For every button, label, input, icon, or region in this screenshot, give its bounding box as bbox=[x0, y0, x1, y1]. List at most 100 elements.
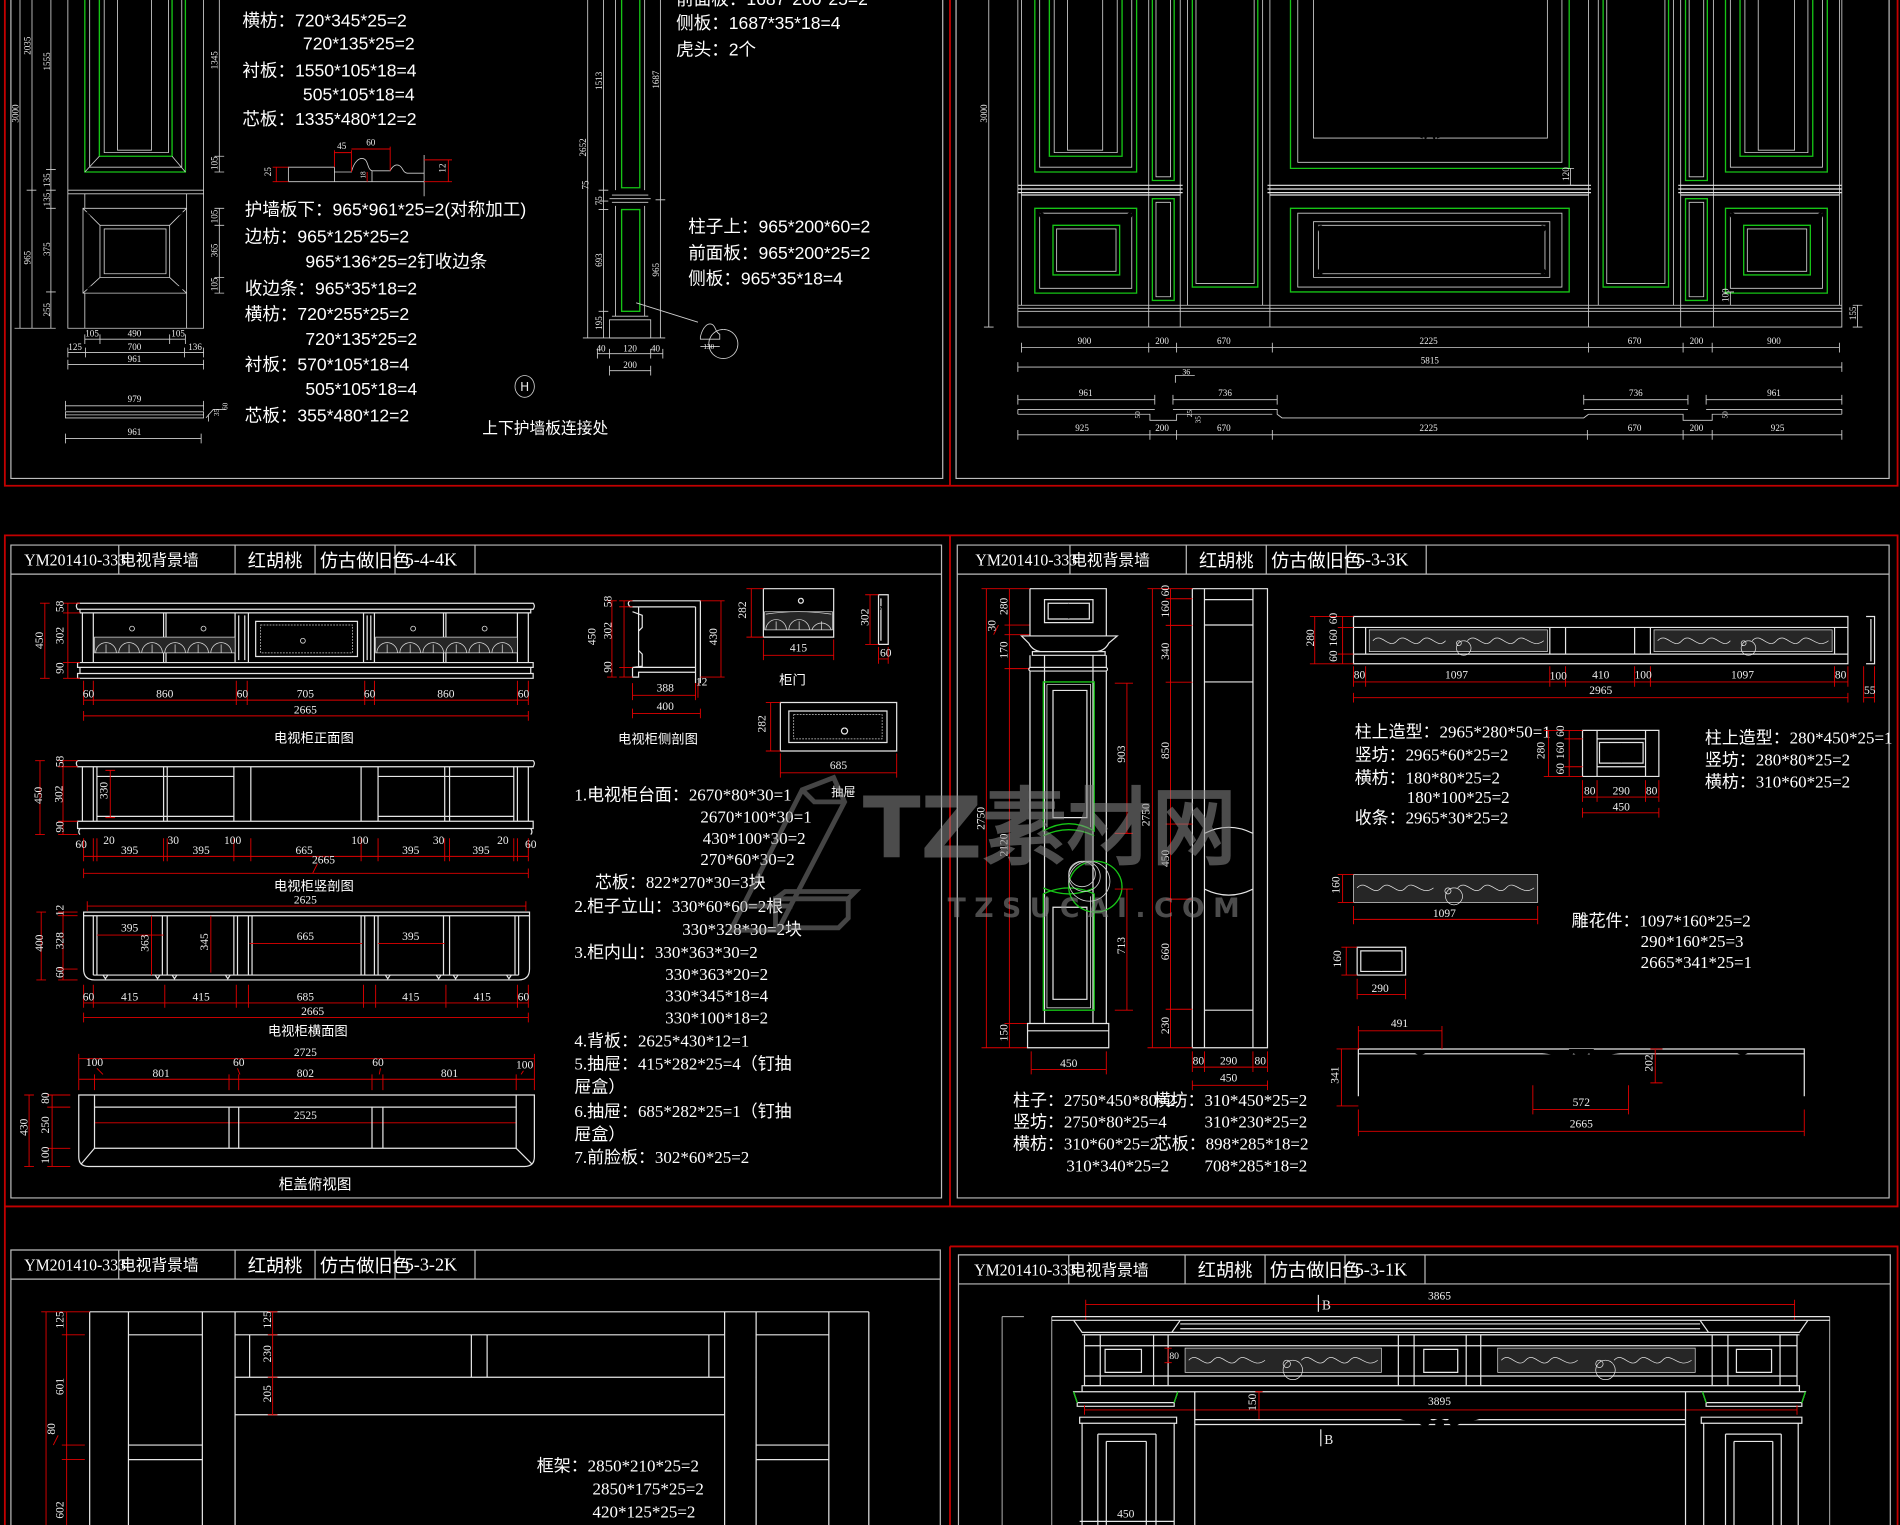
drawing-code: YM201410-333 bbox=[975, 551, 1077, 570]
dim-label: 660 bbox=[1160, 943, 1172, 960]
carving-ornament-icon bbox=[1371, 950, 1392, 971]
spec-line: 2670*100*30=1 bbox=[700, 807, 811, 826]
dim-label: 60 bbox=[1555, 763, 1567, 775]
dim-label: 375 bbox=[42, 242, 52, 256]
apron-scroll-icon bbox=[1360, 1051, 1428, 1099]
column-dims-inner bbox=[1030, 682, 1133, 1075]
dim-label: 280 bbox=[999, 598, 1011, 615]
dim-label: 160 bbox=[1331, 876, 1343, 893]
dim-row-4 bbox=[1017, 430, 1843, 440]
dim-label: 365 bbox=[210, 243, 220, 257]
center-drawer-frame bbox=[255, 620, 359, 658]
cabinet-side-section bbox=[627, 600, 701, 684]
dim-label: 20 bbox=[103, 835, 115, 847]
dim-label: 2625 bbox=[294, 895, 317, 907]
spec-line: 雕花件：1097*160*25=2 bbox=[1572, 912, 1751, 931]
dim-label: 450 bbox=[1060, 1058, 1078, 1070]
dim-label: 363 bbox=[140, 934, 152, 951]
dim-label: 601 bbox=[55, 1378, 67, 1395]
dim-label: 80 bbox=[46, 1423, 58, 1435]
spec-line: 2665*341*25=1 bbox=[1641, 953, 1752, 972]
spec-line: 420*125*25=2 bbox=[593, 1503, 696, 1522]
dim-label: 900 bbox=[1078, 336, 1092, 346]
dim-label: 395 bbox=[472, 845, 490, 857]
spec-line: 芯板：1335*480*12=2 bbox=[242, 109, 416, 129]
dim-label: 30 bbox=[987, 620, 999, 632]
dim-label: 345 bbox=[199, 933, 211, 950]
corner-carving-icon bbox=[85, 211, 94, 220]
spec-line: 5.抽屉：415*282*25=4（钉抽 bbox=[574, 1055, 791, 1074]
dim-label: 160 bbox=[1332, 950, 1344, 967]
dim-label: 60 bbox=[75, 839, 87, 851]
dim-label: 100 bbox=[351, 835, 369, 847]
dim-label: 60 bbox=[233, 1057, 245, 1069]
dim-label: 1345 bbox=[210, 51, 220, 70]
spec-line: 430*100*30=2 bbox=[703, 829, 806, 848]
apron-scroll-icon bbox=[1200, 1426, 1268, 1475]
dim-label: 572 bbox=[1573, 1097, 1591, 1109]
dim-label: 860 bbox=[156, 689, 174, 701]
dim-label: 736 bbox=[1218, 388, 1232, 398]
dim-label: 130 bbox=[703, 343, 714, 351]
door-edge-strip bbox=[877, 594, 889, 646]
dim-label: 60 bbox=[55, 966, 67, 978]
dim-label: 415 bbox=[790, 643, 808, 655]
dim-label: 105 bbox=[85, 329, 99, 339]
dim-label: 90 bbox=[55, 662, 67, 674]
dim-label: 136 bbox=[188, 342, 202, 352]
frame-dims-left bbox=[41, 1311, 278, 1525]
lower-panel-moulding bbox=[82, 207, 188, 294]
carving-ornament-icon bbox=[1211, 234, 1239, 263]
apron-scroll-icon bbox=[1735, 1051, 1803, 1099]
topview-dim-lines bbox=[24, 1053, 535, 1167]
section-mark: B bbox=[1324, 1432, 1333, 1447]
carving-ornament-icon bbox=[1216, 7, 1234, 26]
drawer-dims bbox=[765, 702, 898, 778]
dim-label: 665 bbox=[296, 845, 314, 857]
dim-label: 50 bbox=[1134, 411, 1142, 419]
watermark-logo-icon bbox=[726, 774, 862, 933]
dim-label: 60 bbox=[1555, 725, 1567, 737]
dim-label: 60 bbox=[518, 992, 530, 1004]
arch-frieze-scrolls bbox=[1188, 1357, 1692, 1381]
dim-label: 961 bbox=[1767, 388, 1781, 398]
dim-label: 450 bbox=[33, 786, 45, 803]
dim-label: 80 bbox=[1646, 786, 1658, 798]
apron-fan-icon bbox=[1533, 1048, 1629, 1094]
material-label: 红胡桃 bbox=[248, 1256, 302, 1277]
corner-carving-icon bbox=[1316, 124, 1326, 135]
dim-label: 340 bbox=[1160, 642, 1172, 659]
column-side-outline bbox=[1191, 588, 1269, 1049]
dim-label: 135 bbox=[42, 173, 52, 187]
upper-panel-moulding bbox=[84, 0, 186, 173]
column-side-dims bbox=[1147, 588, 1268, 1091]
dim-label: 700 bbox=[128, 342, 142, 352]
dim-label: 3000 bbox=[10, 104, 20, 123]
dim-label: 3865 bbox=[1428, 1291, 1451, 1303]
dim-label: 979 bbox=[128, 394, 142, 404]
arch-cornice bbox=[1051, 1316, 1830, 1336]
dim-label: 2120 bbox=[999, 833, 1011, 856]
corner-carving-icon bbox=[1728, 211, 1736, 219]
spec-line: 330*345*18=4 bbox=[665, 987, 768, 1006]
corner-carving-icon bbox=[1126, 211, 1134, 219]
dim-label: 3895 bbox=[1428, 1396, 1451, 1408]
dim-label: 801 bbox=[441, 1068, 459, 1080]
dim-label: 80 bbox=[1835, 669, 1847, 681]
spec-line: 竖坊：2965*60*25=2 bbox=[1355, 746, 1509, 765]
dim-label: 860 bbox=[437, 689, 455, 701]
spec-line: 柱子上：965*200*60=2 bbox=[688, 217, 870, 237]
dim-label: 200 bbox=[1155, 423, 1169, 433]
dim-label: 60 bbox=[237, 689, 249, 701]
door-dims bbox=[746, 588, 889, 664]
sheet-number: 5-3-2K bbox=[405, 1255, 457, 1275]
wall-outline bbox=[1017, 0, 1843, 328]
lintel-outline bbox=[1352, 615, 1876, 665]
dim-label: 395 bbox=[193, 845, 211, 857]
dim-label: 25 bbox=[1186, 410, 1194, 418]
panel-arch: 3865 B 80 3895 150 B 450 bbox=[1001, 1291, 1831, 1525]
dim-label: 230 bbox=[262, 1345, 274, 1362]
dim-label: 200 bbox=[1155, 336, 1169, 346]
dim-label: 202 bbox=[1643, 1054, 1655, 1071]
dim-label: 430 bbox=[708, 628, 720, 645]
